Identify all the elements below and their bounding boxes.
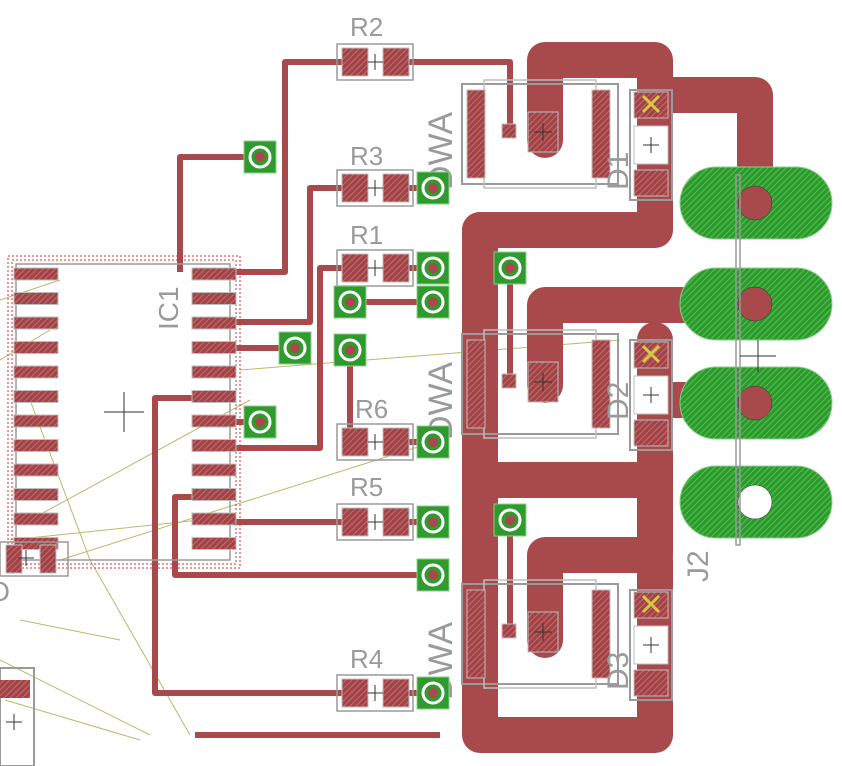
ic1-pad-right <box>191 512 237 526</box>
ic1-label: IC1 <box>153 286 184 330</box>
dwa-1-footprint[interactable] <box>461 79 619 189</box>
diodes <box>629 89 673 701</box>
r4-label: R4 <box>350 644 383 674</box>
diode-labels: D1 D2 D3 <box>602 152 635 690</box>
ic1-pad-left <box>13 512 59 526</box>
ic1-pad-left <box>13 316 59 330</box>
partial-component-bottom-left <box>0 667 35 766</box>
r6-footprint[interactable] <box>336 423 414 461</box>
ic1-pad-right <box>191 390 237 403</box>
ic1-pad-right <box>191 365 237 379</box>
ic1-pad-left <box>13 390 59 403</box>
ic1-pad-left <box>13 439 59 452</box>
resistors <box>336 43 414 712</box>
ic1-pad-left <box>13 341 59 354</box>
ic1-pad-left <box>13 414 59 428</box>
ic1-footprint[interactable]: IC1 <box>7 255 241 569</box>
vias <box>243 140 527 710</box>
ic1-pad-right <box>191 537 237 550</box>
ic1-pad-left <box>13 365 59 379</box>
dwa-3-footprint[interactable] <box>461 579 619 689</box>
d3-label: D3 <box>602 652 635 690</box>
r2-footprint[interactable] <box>336 43 414 81</box>
r5-label: R5 <box>350 472 383 502</box>
d1-label: D1 <box>602 152 635 190</box>
ic1-pad-right <box>191 292 237 305</box>
r1-footprint[interactable] <box>336 249 414 287</box>
ic1-right-pads <box>191 267 237 550</box>
dwa-footprints <box>461 79 619 689</box>
r1-label: R1 <box>350 220 383 250</box>
ic1-pad-left <box>13 267 59 281</box>
j2-connector[interactable] <box>679 166 833 546</box>
ic1-pad-right <box>191 341 237 354</box>
r4-footprint[interactable] <box>336 674 414 712</box>
ic1-pad-right <box>191 463 237 477</box>
ic1-pad-right <box>191 267 237 281</box>
r6-label: R6 <box>355 394 388 424</box>
ic1-pad-left <box>13 463 59 477</box>
resistor-labels: R2 R3 R1 R6 R5 R4 <box>350 12 388 674</box>
c1-label: C1 <box>0 576 10 607</box>
j2-label: J2 <box>682 550 715 582</box>
d2-label: D2 <box>602 382 635 420</box>
d2-footprint[interactable] <box>629 339 673 451</box>
c1-footprint[interactable]: C1 <box>0 541 69 607</box>
r2-label: R2 <box>350 12 383 42</box>
d1-footprint[interactable] <box>629 89 673 201</box>
ic1-pad-left <box>13 292 59 305</box>
ic1-pad-right <box>191 316 237 330</box>
ic1-pad-left <box>13 488 59 501</box>
dwa-2-footprint[interactable] <box>461 329 619 439</box>
ic1-left-pads <box>13 267 59 550</box>
ic1-pad-right <box>191 488 237 501</box>
d3-footprint[interactable] <box>629 589 673 701</box>
r5-footprint[interactable] <box>336 503 414 541</box>
r3-label: R3 <box>350 141 383 171</box>
ic1-pad-right <box>191 439 237 452</box>
ic1-pad-right <box>191 414 237 428</box>
r3-footprint[interactable] <box>336 169 414 207</box>
